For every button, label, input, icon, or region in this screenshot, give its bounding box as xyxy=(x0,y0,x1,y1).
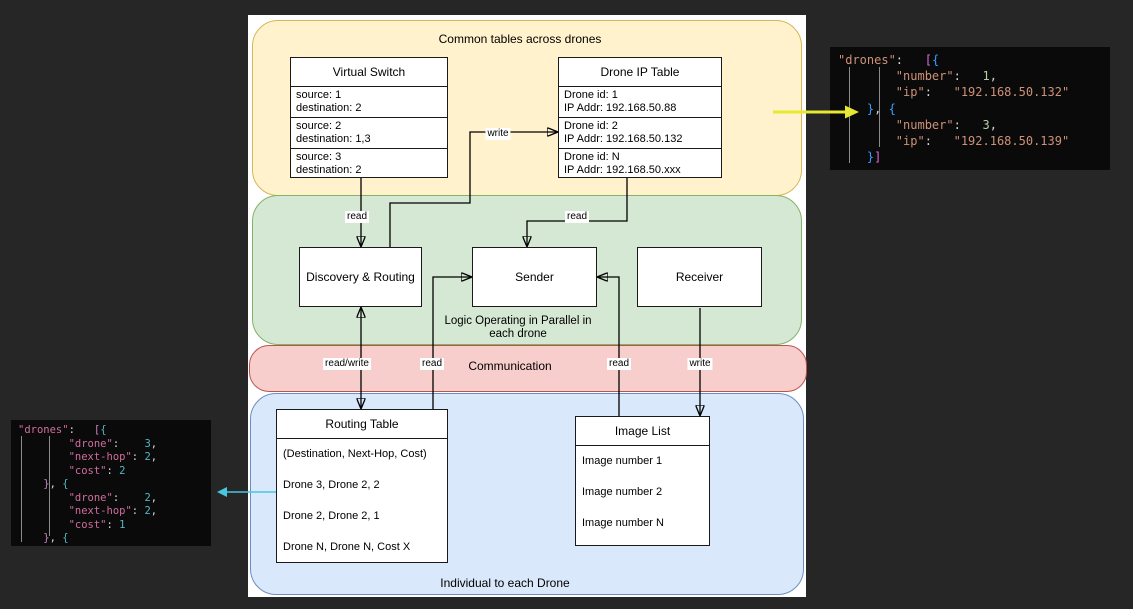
individual-caption: Individual to each Drone xyxy=(440,576,570,590)
edge-label-read: read xyxy=(344,211,370,223)
indent-guide xyxy=(879,67,880,147)
drone-ip-table-title: Drone IP Table xyxy=(559,58,721,87)
edge-label-write: write xyxy=(687,358,713,370)
routing-table-title: Routing Table xyxy=(277,410,447,439)
image-list-table: Image List Image number 1 Image number 2… xyxy=(575,416,710,546)
diagram-canvas: Common tables across drones Logic Operat… xyxy=(248,15,807,597)
virtual-switch-table: Virtual Switch source: 1 destination: 2 … xyxy=(290,57,448,178)
receiver-box: Receiver xyxy=(637,247,762,307)
table-row: source: 2 destination: 1,3 xyxy=(291,118,447,149)
discovery-routing-box: Discovery & Routing xyxy=(299,247,422,307)
edge-label-read: read xyxy=(564,211,590,223)
virtual-switch-title: Virtual Switch xyxy=(291,58,447,87)
edge-label-read: read xyxy=(606,358,632,370)
routing-table: Routing Table (Destination, Next-Hop, Co… xyxy=(276,409,448,563)
logic-caption-line1: Logic Operating in Parallel in xyxy=(444,315,592,327)
edge-label-read-write: read/write xyxy=(323,358,371,370)
code-lines: "drones": [{ "drone": 3, "next-hop": 2, … xyxy=(18,424,158,544)
indent-guide xyxy=(49,436,50,536)
table-row: source: 3 destination: 2 xyxy=(296,151,362,176)
communication-caption: Communication xyxy=(468,359,552,373)
drone-ip-table: Drone IP Table Drone id: 1 IP Addr: 192.… xyxy=(558,57,722,178)
table-row: Drone id: 2 IP Addr: 192.168.50.132 xyxy=(559,118,721,149)
indent-guide xyxy=(849,67,850,163)
code-lines: "drones": [{ "number": 1, "ip": "192.168… xyxy=(838,53,1070,165)
table-row: Drone id: N IP Addr: 192.168.50.xxx xyxy=(564,151,681,176)
edge-label-write: write xyxy=(485,128,511,140)
common-tables-caption: Common tables across drones xyxy=(438,32,602,46)
routing-json-snippet: "drones": [{ "drone": 3, "next-hop": 2, … xyxy=(11,420,211,546)
table-row: source: 1 destination: 2 xyxy=(291,87,447,118)
sender-box: Sender xyxy=(472,247,597,307)
drone-ip-json-snippet: "drones": [{ "number": 1, "ip": "192.168… xyxy=(830,47,1110,170)
image-list-title: Image List xyxy=(576,417,709,446)
indent-guide xyxy=(21,436,22,542)
edge-label-read: read xyxy=(419,358,445,370)
table-row: Drone id: 1 IP Addr: 192.168.50.88 xyxy=(559,87,721,118)
logic-caption-line2: each drone xyxy=(489,328,547,340)
